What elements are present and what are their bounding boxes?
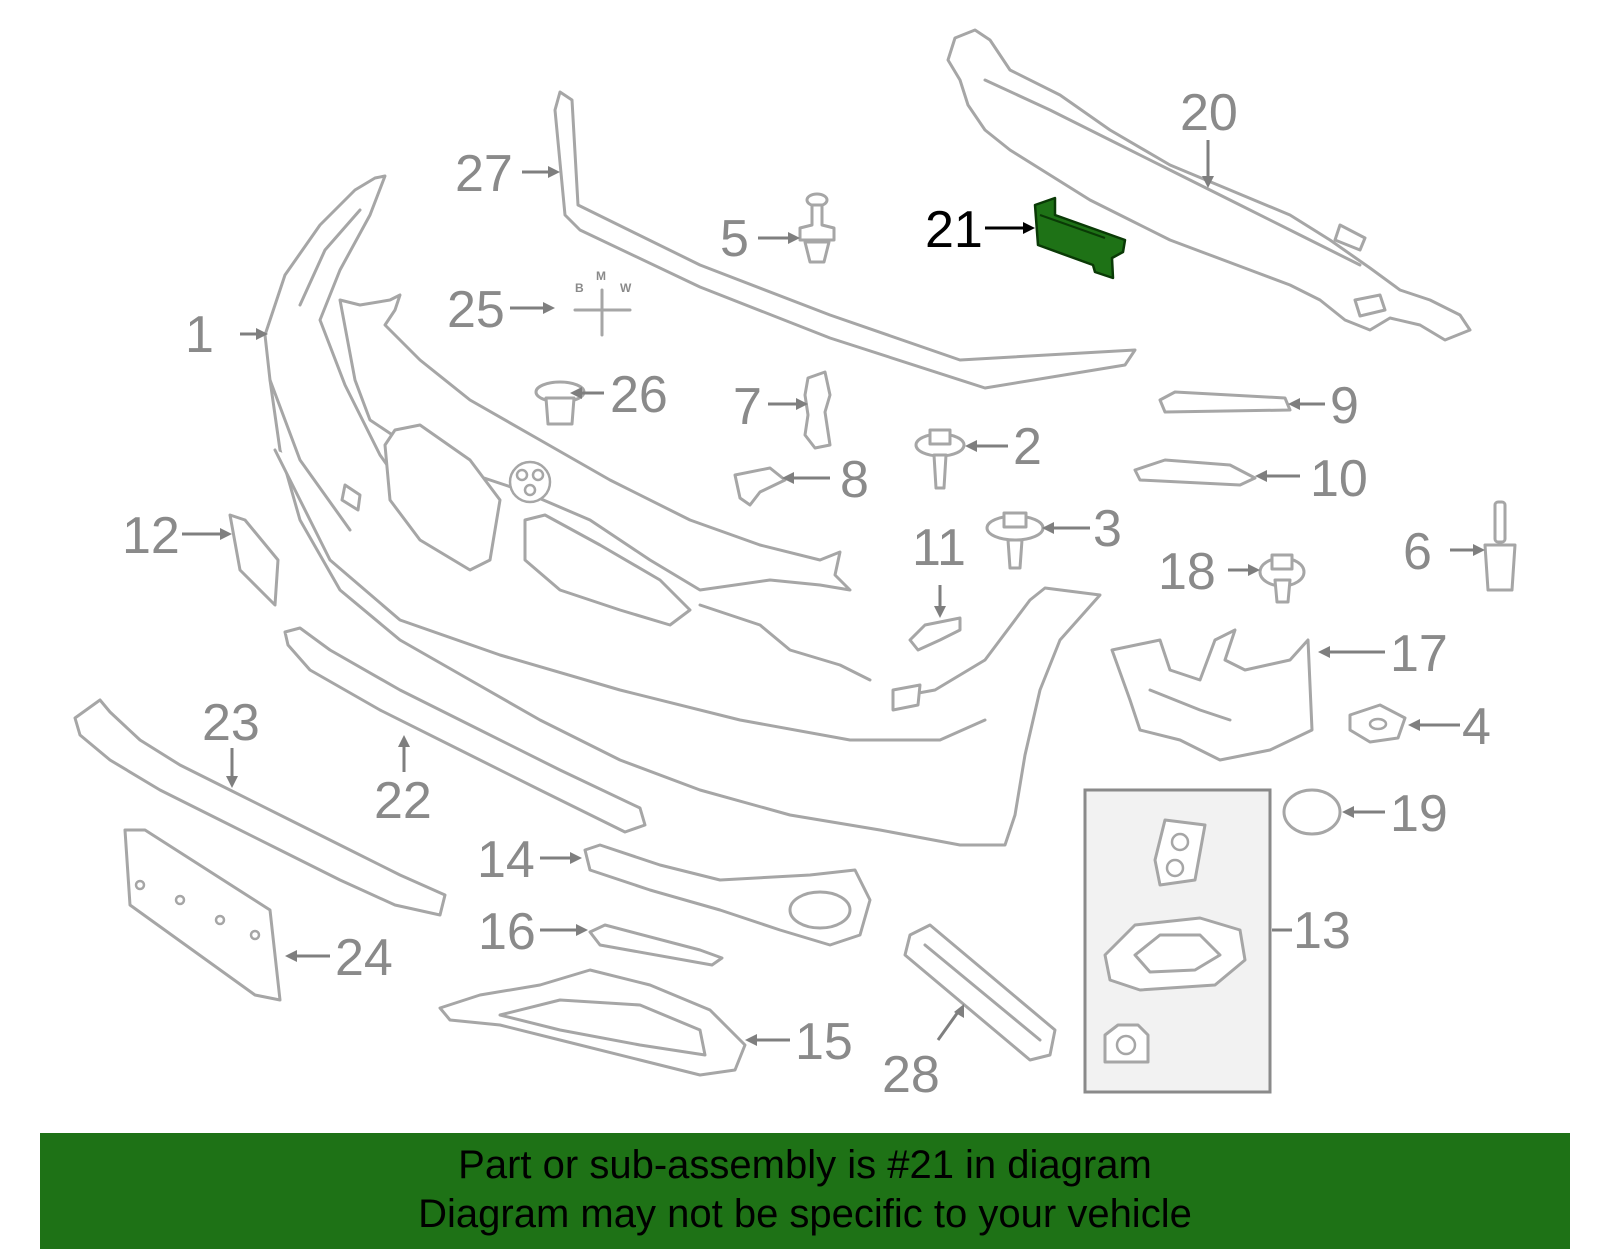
part-19-seal-ring[interactable] [1282,788,1342,836]
callout-6[interactable]: 6 [1403,523,1432,581]
part-6-pin[interactable] [1483,500,1517,592]
callout-2[interactable]: 2 [1013,418,1042,476]
callout-15[interactable]: 15 [795,1013,853,1071]
part-10-strip[interactable] [1133,458,1257,487]
part-24-license-bracket[interactable] [123,828,282,1002]
part-28-reflector-strip[interactable] [903,923,1057,1062]
part-9-strip[interactable] [1158,390,1292,414]
callout-9[interactable]: 9 [1330,377,1359,435]
emblem-letter-b: B [575,281,584,295]
part-2-screw[interactable] [914,428,966,490]
callout-22[interactable]: 22 [374,772,432,830]
callout-5[interactable]: 5 [720,210,749,268]
callout-19[interactable]: 19 [1390,785,1448,843]
part-16-trim[interactable] [588,923,724,967]
callout-26[interactable]: 26 [610,366,668,424]
callout-27[interactable]: 27 [455,145,513,203]
callout-16[interactable]: 16 [478,903,536,961]
part-23-carrier[interactable] [73,698,447,917]
callout-14[interactable]: 14 [477,831,535,889]
part-25-emblem[interactable]: B M W [573,269,632,337]
info-banner: Part or sub-assembly is #21 in diagram D… [40,1133,1570,1249]
callout-leader-lines [182,140,1485,1046]
emblem-letter-m: M [596,269,606,283]
callout-25[interactable]: 25 [447,281,505,339]
bumper-upper-support [338,293,872,682]
part-26-grommet[interactable] [534,380,586,426]
part-8-bracket[interactable] [733,466,787,507]
callout-24[interactable]: 24 [335,929,393,987]
callout-10[interactable]: 10 [1310,450,1368,508]
callout-1[interactable]: 1 [185,306,214,364]
part-12-reflector[interactable] [228,513,280,607]
part-27-trim-strip[interactable] [553,90,1137,390]
part-21-bracket-highlighted[interactable] [1033,196,1127,280]
callout-23[interactable]: 23 [202,694,260,752]
part-7-bracket[interactable] [803,370,832,450]
part-4-clip[interactable] [1348,703,1407,744]
part-13-kit-box[interactable] [1083,788,1272,1094]
callout-labels: 1 2 3 4 5 6 7 8 9 10 11 12 13 14 15 16 1… [122,84,1491,1104]
part-22-lower-strip[interactable] [283,626,647,834]
callout-20[interactable]: 20 [1180,84,1238,142]
callout-8[interactable]: 8 [840,451,869,509]
callout-28[interactable]: 28 [882,1046,940,1104]
callout-12[interactable]: 12 [122,507,180,565]
part-15-fog-frame[interactable] [438,968,747,1077]
callout-13[interactable]: 13 [1293,902,1351,960]
callout-18[interactable]: 18 [1158,543,1216,601]
part-3-screw[interactable] [985,511,1045,570]
part-18-bolt[interactable] [1258,553,1306,604]
emblem-letter-w: W [620,281,632,295]
part-11-pad[interactable] [908,616,962,652]
part-5-clip[interactable] [798,192,836,264]
part-14-fog-surround[interactable] [583,843,872,947]
banner-line-part: Part or sub-assembly is #21 in diagram [458,1143,1152,1187]
part-17-bracket[interactable] [1110,628,1314,762]
callout-7[interactable]: 7 [733,378,762,436]
callout-17[interactable]: 17 [1390,625,1448,683]
banner-line-disclaimer: Diagram may not be specific to your vehi… [418,1192,1192,1236]
callout-3[interactable]: 3 [1093,500,1122,558]
callout-11[interactable]: 11 [912,519,966,577]
callout-4[interactable]: 4 [1462,698,1491,756]
callout-21-highlighted[interactable]: 21 [925,201,983,259]
